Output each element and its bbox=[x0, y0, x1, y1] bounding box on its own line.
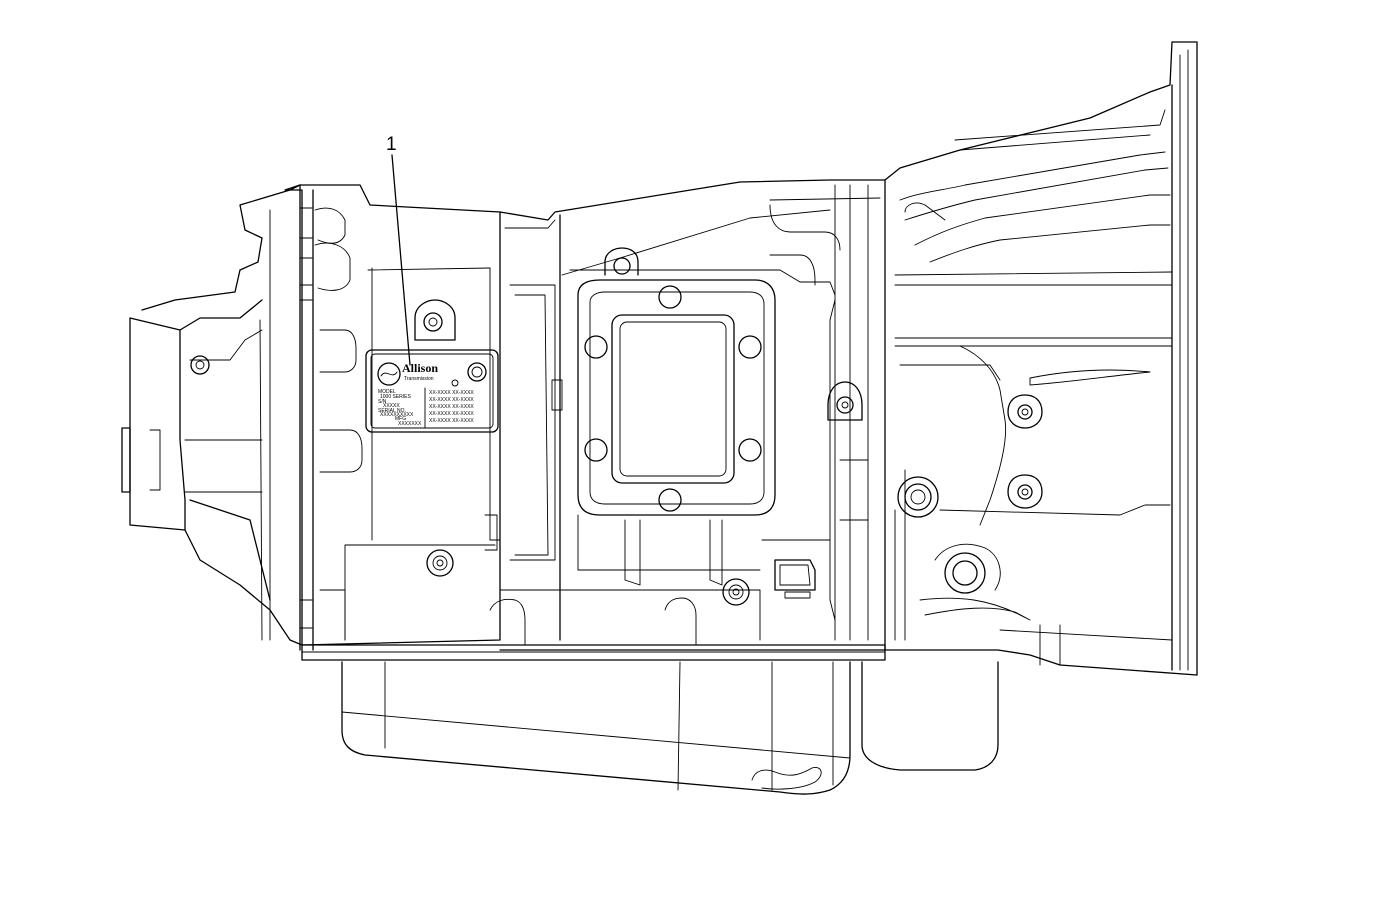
callout-1: 1 bbox=[386, 134, 411, 366]
svg-text:1000 SERIES: 1000 SERIES bbox=[380, 394, 412, 400]
svg-text:MODEL: MODEL bbox=[378, 389, 396, 395]
callout-leader-line bbox=[391, 154, 411, 366]
plate-left-lines: MODEL 1000 SERIES S/N XXXXX SERIAL NO. X… bbox=[378, 389, 422, 427]
center-case bbox=[489, 179, 886, 651]
svg-text:XX-XXXX XX-XXXX: XX-XXXX XX-XXXX bbox=[429, 404, 474, 410]
svg-text:XX-XXXX XX-XXXX: XX-XXXX XX-XXXX bbox=[429, 390, 474, 396]
plate-brand: Allison bbox=[402, 361, 438, 375]
callout-number: 1 bbox=[386, 134, 397, 155]
svg-text:XX-XXXX XX-XXXX: XX-XXXX XX-XXXX bbox=[429, 411, 474, 417]
svg-text:XXXXXXXXXX: XXXXXXXXXX bbox=[380, 412, 414, 418]
svg-text:MFG: MFG bbox=[395, 416, 406, 422]
svg-text:XX-XXXX XX-XXXX: XX-XXXX XX-XXXX bbox=[429, 418, 474, 424]
extension-housing bbox=[884, 41, 1198, 676]
main-case bbox=[284, 184, 501, 651]
svg-text:SERIAL NO.: SERIAL NO. bbox=[378, 408, 406, 414]
input-housing bbox=[121, 184, 303, 646]
id-plate: Allison Transmission MODEL 1000 SERIES S… bbox=[365, 349, 499, 433]
allison-logo-icon bbox=[377, 362, 401, 386]
plate-seal-icon bbox=[467, 362, 487, 382]
svg-text:XXXXX: XXXXX bbox=[383, 403, 400, 409]
plate-right-lines: XX-XXXX XX-XXXX XX-XXXX XX-XXXX XX-XXXX … bbox=[429, 390, 474, 424]
svg-text:XXXXXXX: XXXXXXX bbox=[398, 421, 422, 427]
svg-text:S/N: S/N bbox=[378, 399, 387, 405]
oil-pan bbox=[301, 644, 999, 795]
plate-sub: Transmission bbox=[404, 376, 434, 382]
svg-text:XX-XXXX XX-XXXX: XX-XXXX XX-XXXX bbox=[429, 397, 474, 403]
